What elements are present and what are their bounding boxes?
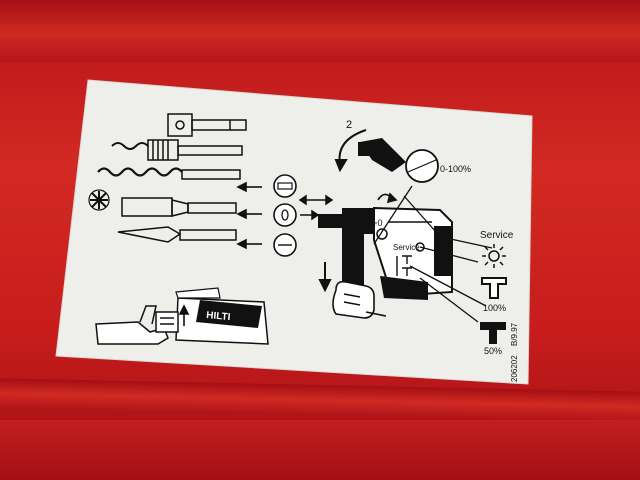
half-power-t-icon [480,322,506,344]
speed-wheel-icon [405,149,439,183]
power-setting-symbols-icon [396,255,412,276]
date-code-label: B/9.97 [510,322,519,346]
accessory-arrows [236,181,262,250]
chuck-adapter-icon [167,113,247,137]
mode-selector-dial-icon [273,174,297,257]
brand-logo: HILTI [206,310,231,323]
press-down-arrow-icon [318,262,332,293]
reverse-rotation-arrow-icon [377,192,398,204]
case-bottom [0,420,640,480]
core-drill-bit-icon [111,139,243,161]
svg-text:⇐0: ⇐0 [370,218,383,228]
star-chisel-mode-icon [88,189,110,211]
service-label-right: Service [480,230,514,241]
selector-switch-icon [358,138,406,172]
pointed-chisel-icon [117,226,237,243]
speed-range-label: 0-100% [440,164,471,174]
half-power-label: 50% [484,346,502,356]
flat-chisel-icon [121,197,237,217]
callout-lines [373,185,493,323]
spiral-drill-bit-icon [97,167,241,180]
rotation-arrow-icon [334,129,367,173]
case-lid-rim [0,0,640,62]
part-number-label: 206202 [510,355,519,382]
full-power-label: 100% [483,303,506,313]
hammer-drill-icon: ⇐0 [318,206,453,306]
hand-pull-icon [95,305,179,345]
service-light-icon [482,244,506,268]
double-arrows [298,194,334,221]
pull-arrow-icon [178,304,190,326]
full-power-t-icon [481,277,507,299]
tool-case-with-logo-icon [175,287,269,345]
rotation-angle-label: 2 [346,119,352,131]
hand-icon [332,280,387,319]
service-label-center: Service [393,243,420,252]
